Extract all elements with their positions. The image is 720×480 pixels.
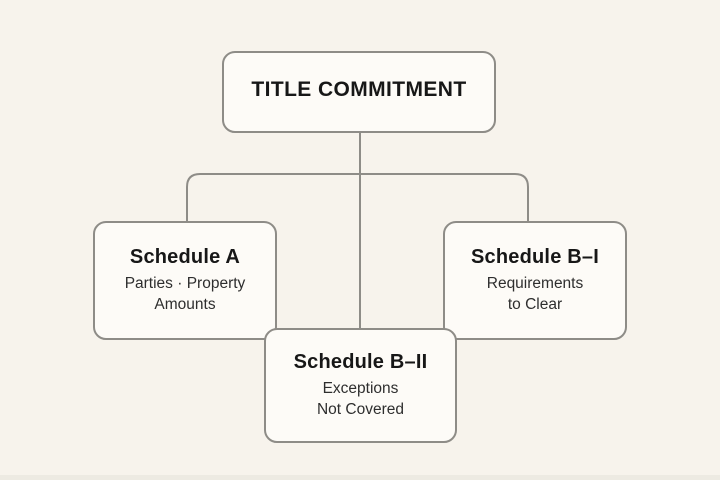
subtitle-line: Parties · Property — [124, 274, 246, 292]
node-schedule-a-subtitle: Parties · Property Amounts — [125, 274, 246, 316]
node-title-commitment: TITLE COMMITMENT — [222, 51, 496, 133]
subtitle-line: Exceptions — [322, 379, 399, 397]
node-schedule-a-title: Schedule A — [129, 245, 241, 268]
subtitle-line: Not Covered — [316, 400, 404, 418]
bottom-edge — [0, 475, 720, 480]
subtitle-line: to Clear — [507, 295, 563, 313]
subtitle-line: Requirements — [486, 274, 584, 292]
node-title-commitment-label: TITLE COMMITMENT — [251, 77, 467, 101]
node-schedule-b1: Schedule B–I Requirements to Clear — [443, 221, 627, 340]
node-schedule-b2-title: Schedule B–II — [293, 350, 428, 373]
connector-root-to-a-and-b1 — [186, 173, 529, 221]
node-schedule-a: Schedule A Parties · Property Amounts — [93, 221, 277, 340]
subtitle-line: Amounts — [154, 295, 216, 313]
node-schedule-b2: Schedule B–II Exceptions Not Covered — [264, 328, 457, 443]
node-schedule-b2-subtitle: Exceptions Not Covered — [317, 379, 404, 421]
node-schedule-b1-title: Schedule B–I — [471, 245, 599, 268]
node-schedule-b1-subtitle: Requirements to Clear — [487, 274, 584, 316]
